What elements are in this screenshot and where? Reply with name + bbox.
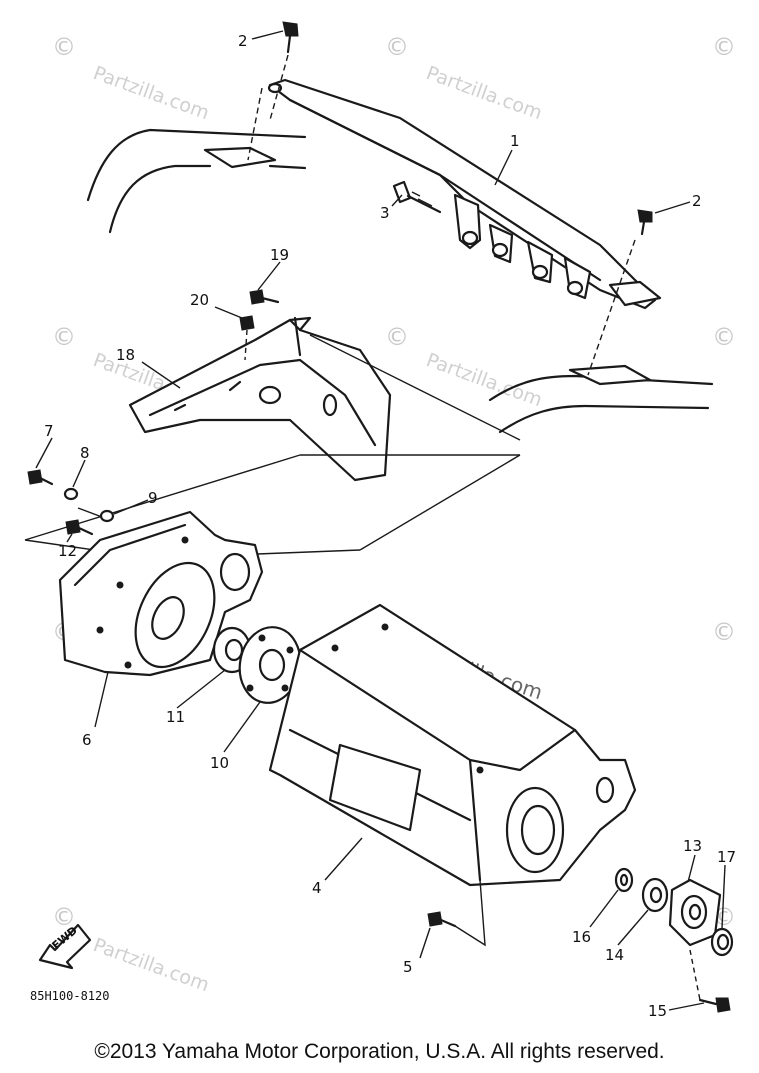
frame-tube-right xyxy=(488,364,714,434)
seal-part-16 xyxy=(614,867,634,893)
watermark-text: Partzilla.com xyxy=(90,934,212,996)
callout-2: 2 xyxy=(238,32,248,50)
callout-6: 6 xyxy=(82,731,92,749)
bolt-part-19 xyxy=(249,289,280,305)
callout-12: 12 xyxy=(58,542,77,560)
watermark-text: Partzilla.com xyxy=(423,62,545,124)
callout-11: 11 xyxy=(166,708,185,726)
bolt-part-5 xyxy=(427,879,486,947)
flange-part-10 xyxy=(238,626,302,704)
callout-13: 13 xyxy=(683,837,702,855)
callout-16: 16 xyxy=(572,928,591,946)
bolt-part-3 xyxy=(392,180,442,214)
callout-9: 9 xyxy=(148,489,158,507)
callout-17: 17 xyxy=(717,848,736,866)
callout-5: 5 xyxy=(403,958,413,976)
watermark-symbol: © xyxy=(712,33,736,61)
watermark-symbol: © xyxy=(52,323,76,351)
collar-part-17 xyxy=(710,927,734,957)
callout-15: 15 xyxy=(648,1002,667,1020)
callout-3: 3 xyxy=(380,204,390,222)
callout-7: 7 xyxy=(44,422,54,440)
bracket-part-18 xyxy=(128,316,392,482)
washer-part-9 xyxy=(99,509,115,523)
bearing-part-14 xyxy=(641,877,669,913)
callout-2: 2 xyxy=(692,192,702,210)
watermark-symbol: © xyxy=(385,33,409,61)
watermark-symbol: © xyxy=(52,33,76,61)
frame-tube-left xyxy=(86,128,307,234)
watermark-symbol: © xyxy=(385,323,409,351)
bolt-part-2-right xyxy=(587,209,653,376)
upper-frame-bar xyxy=(267,78,662,310)
bolt-part-7 xyxy=(27,469,54,486)
nut-part-8 xyxy=(63,487,79,501)
copyright-notice: ©2013 Yamaha Motor Corporation, U.S.A. A… xyxy=(94,1040,665,1063)
callout-14: 14 xyxy=(605,946,624,964)
leader-lines xyxy=(35,30,726,1011)
callout-8: 8 xyxy=(80,444,90,462)
bolt-part-12 xyxy=(65,519,94,536)
callout-19: 19 xyxy=(270,246,289,264)
watermark-symbol: © xyxy=(712,618,736,646)
bolt-part-15 xyxy=(689,949,731,1013)
side-plate-part-6 xyxy=(58,510,264,677)
callout-4: 4 xyxy=(312,879,322,897)
bolt-part-20 xyxy=(239,315,255,361)
watermark-symbol: © xyxy=(52,903,76,931)
callout-labels: 2 1 2 3 19 20 18 7 8 9 12 6 11 10 4 5 16… xyxy=(44,32,736,1020)
callout-1: 1 xyxy=(510,132,520,150)
callout-20: 20 xyxy=(190,291,209,309)
watermark-text: Partzilla.com xyxy=(90,62,212,124)
forward-arrow-icon: FWD xyxy=(38,924,92,970)
watermark-symbol: © xyxy=(712,323,736,351)
chaincase-housing-part-4 xyxy=(268,603,637,887)
callout-18: 18 xyxy=(116,346,135,364)
bolt-part-2-left xyxy=(247,21,299,161)
callout-10: 10 xyxy=(210,754,229,772)
drawing-code: 85H100-8120 xyxy=(30,989,109,1003)
watermark-text: Partzilla.com xyxy=(423,349,545,411)
watermark-layer: © Partzilla.com © Partzilla.com © © Part… xyxy=(52,33,736,996)
